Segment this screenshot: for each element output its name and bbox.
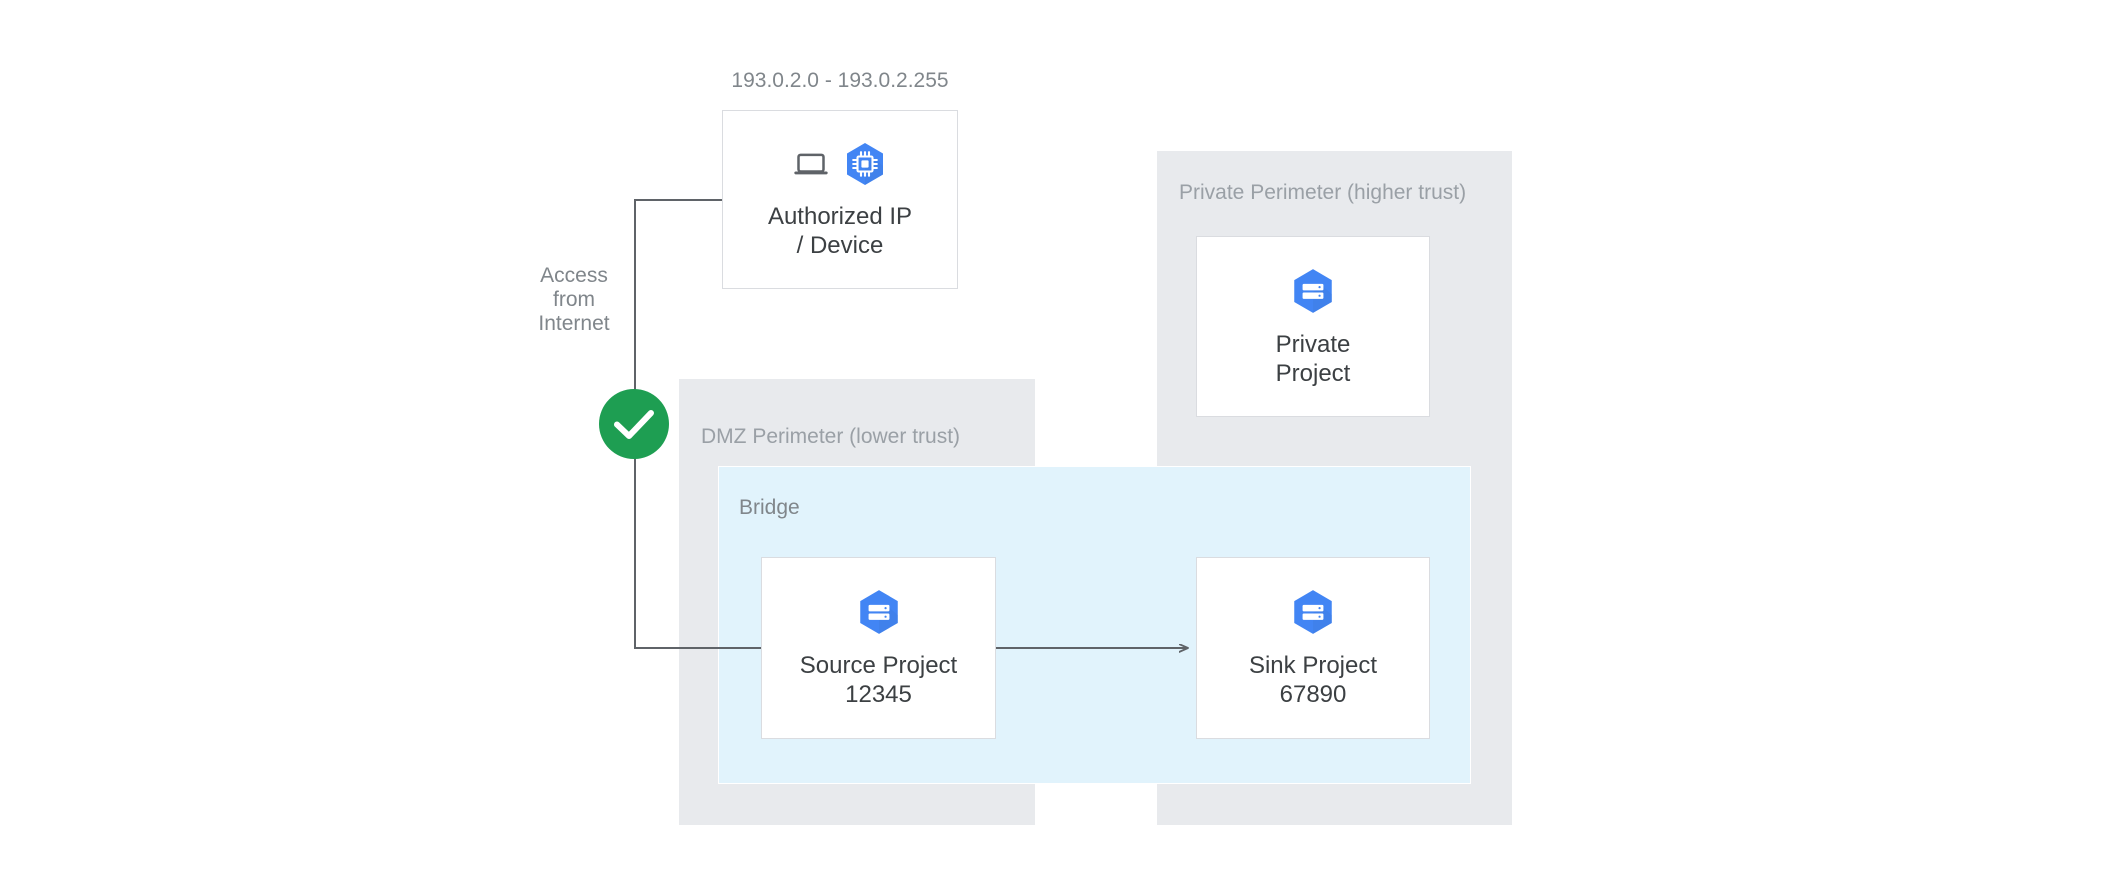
- allow-check-circle: [599, 389, 669, 459]
- node-authorized-device-label: Authorized IP / Device: [767, 202, 913, 259]
- dmz-perimeter-label: DMZ Perimeter (lower trust): [701, 425, 961, 448]
- access-from-internet-label: Access from Internet: [538, 264, 610, 335]
- laptop-icon: [794, 153, 828, 174]
- node-icon-group: [1288, 587, 1338, 637]
- bridge-label: Bridge: [739, 496, 800, 519]
- compute-chip-icon: [847, 142, 883, 185]
- node-source-project[interactable]: Source Project 12345: [761, 557, 996, 739]
- node-icon-group: [791, 140, 889, 188]
- node-source-project-label: Source Project 12345: [799, 652, 958, 708]
- allow-check-badge: [599, 389, 669, 459]
- node-authorized-device[interactable]: Authorized IP / Device: [722, 110, 958, 289]
- node-private-project-label: Private Project: [1275, 330, 1351, 387]
- node-private-project[interactable]: Private Project: [1196, 236, 1430, 417]
- project-server-icon: [1294, 590, 1332, 634]
- node-sink-project[interactable]: Sink Project 67890: [1196, 557, 1430, 739]
- node-icon-group: [1288, 266, 1338, 316]
- private-perimeter-label: Private Perimeter (higher trust): [1179, 181, 1467, 204]
- node-sink-project-label: Sink Project 67890: [1248, 652, 1378, 708]
- node-icon-group: [854, 587, 904, 637]
- project-server-icon: [1294, 268, 1332, 313]
- project-server-icon: [859, 590, 898, 634]
- check-icon: [614, 410, 654, 439]
- ip-range-label: 193.0.2.0 - 193.0.2.255: [731, 69, 949, 92]
